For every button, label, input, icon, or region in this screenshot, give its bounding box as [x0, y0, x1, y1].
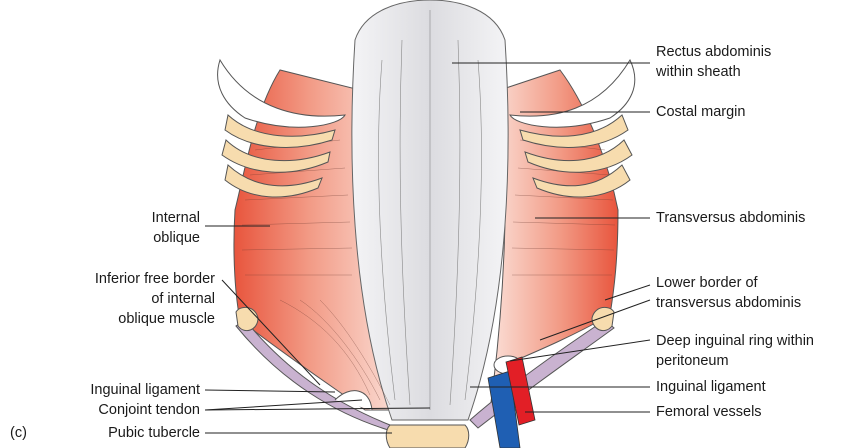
label-inguinal-ligament-right: Inguinal ligament — [656, 377, 766, 397]
label-femoral-vessels: Femoral vessels — [656, 402, 762, 422]
panel-label: (c) — [10, 423, 27, 443]
label-transversus-abdominis: Transversus abdominis — [656, 208, 805, 228]
left-anterior-superior-iliac-spine — [236, 307, 258, 330]
label-inferior-free-border-line-3: oblique muscle — [95, 309, 215, 329]
label-internal-oblique-line-1: Internal — [152, 208, 200, 228]
label-rectus-abdominis-line-1: Rectus abdominis — [656, 42, 771, 62]
right-anterior-superior-iliac-spine — [592, 307, 614, 330]
label-rectus-abdominis-line-2: within sheath — [656, 62, 771, 82]
label-pubic-tubercle: Pubic tubercle — [108, 423, 200, 443]
label-costal-margin-text: Costal margin — [656, 102, 745, 122]
label-internal-oblique: Internal oblique — [152, 208, 200, 248]
label-deep-inguinal-ring-line-2: peritoneum — [656, 351, 814, 371]
label-lower-border-line-1: Lower border of — [656, 273, 801, 293]
label-conjoint-tendon-text: Conjoint tendon — [98, 400, 200, 420]
label-transversus-abdominis-text: Transversus abdominis — [656, 208, 805, 228]
label-internal-oblique-line-2: oblique — [152, 228, 200, 248]
label-costal-margin: Costal margin — [656, 102, 745, 122]
label-deep-inguinal-ring: Deep inguinal ring within peritoneum — [656, 331, 814, 371]
label-inguinal-ligament-right-text: Inguinal ligament — [656, 377, 766, 397]
label-rectus-abdominis: Rectus abdominis within sheath — [656, 42, 771, 82]
label-pubic-tubercle-text: Pubic tubercle — [108, 423, 200, 443]
label-conjoint-tendon: Conjoint tendon — [98, 400, 200, 420]
label-inferior-free-border-line-1: Inferior free border — [95, 269, 215, 289]
label-inferior-free-border-line-2: of internal — [95, 289, 215, 309]
label-inguinal-ligament-left-text: Inguinal ligament — [90, 380, 200, 400]
label-inferior-free-border: Inferior free border of internal oblique… — [95, 269, 215, 329]
label-lower-border: Lower border of transversus abdominis — [656, 273, 801, 313]
label-lower-border-line-2: transversus abdominis — [656, 293, 801, 313]
label-inguinal-ligament-left: Inguinal ligament — [90, 380, 200, 400]
pubic-symphysis — [386, 425, 469, 448]
label-femoral-vessels-text: Femoral vessels — [656, 402, 762, 422]
label-deep-inguinal-ring-line-1: Deep inguinal ring within — [656, 331, 814, 351]
